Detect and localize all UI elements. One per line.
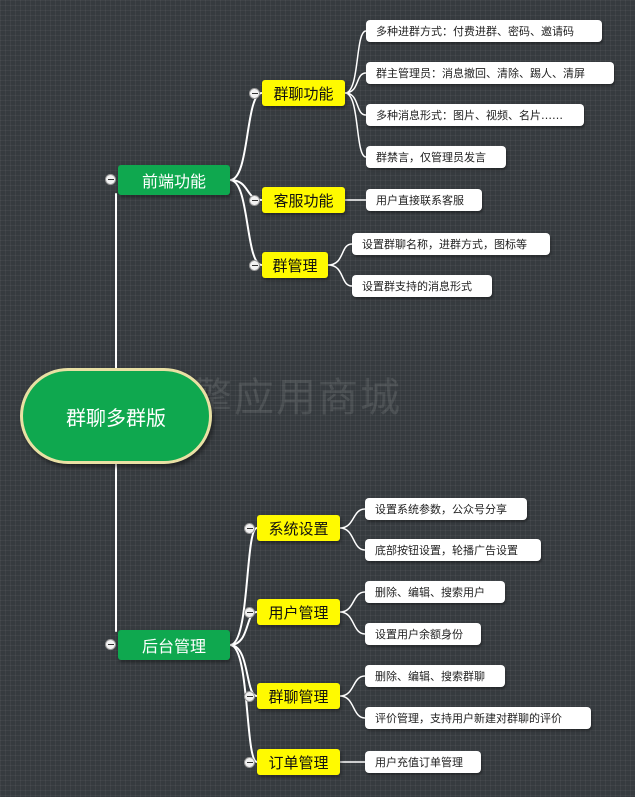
leaf-system-params[interactable]: 设置系统参数，公众号分享 [365,498,527,520]
root-node[interactable]: 群聊多群版 [20,368,212,464]
node-group-chat[interactable]: 群聊功能 [262,80,345,106]
leaf-group-message-types[interactable]: 设置群支持的消息形式 [352,275,492,297]
leaf-contact-service[interactable]: 用户直接联系客服 [366,189,482,211]
collapse-user-manage-icon[interactable] [244,607,255,618]
leaf-bottom-buttons[interactable]: 底部按钮设置，轮播广告设置 [365,539,541,561]
node-frontend[interactable]: 前端功能 [118,165,230,195]
leaf-chat-crud[interactable]: 删除、编辑、搜索群聊 [365,665,505,687]
node-system-settings-label: 系统设置 [268,519,329,538]
node-frontend-label: 前端功能 [141,172,206,191]
leaf-user-crud[interactable]: 删除、编辑、搜索用户 [365,581,505,603]
node-system-settings[interactable]: 系统设置 [257,515,340,541]
node-group-chat-label: 群聊功能 [273,84,334,103]
collapse-group-manage-icon[interactable] [249,260,260,271]
leaf-mute-all[interactable]: 群禁言，仅管理员发言 [366,146,506,168]
leaf-recharge-orders[interactable]: 用户充值订单管理 [365,751,481,773]
node-user-manage-label: 用户管理 [268,603,329,622]
leaf-join-methods[interactable]: 多种进群方式：付费进群、密码、邀请码 [366,20,602,42]
leaf-review-manage[interactable]: 评价管理，支持用户新建对群聊的评价 [365,707,591,729]
node-customer-service-label: 客服功能 [273,191,334,210]
collapse-group-chat-icon[interactable] [249,88,260,99]
collapse-customer-service-icon[interactable] [249,195,260,206]
root-label: 群聊多群版 [66,405,166,430]
node-customer-service[interactable]: 客服功能 [262,187,345,213]
leaf-user-balance[interactable]: 设置用户余额身份 [365,623,481,645]
leaf-group-name-settings[interactable]: 设置群聊名称，进群方式，图标等 [352,233,550,255]
node-chat-manage[interactable]: 群聊管理 [257,683,340,709]
leaf-admin-actions[interactable]: 群主管理员：消息撤回、清除、踢人、清屏 [366,62,614,84]
node-backend-label: 后台管理 [141,637,206,656]
collapse-order-manage-icon[interactable] [244,757,255,768]
node-backend[interactable]: 后台管理 [118,630,230,660]
collapse-frontend-icon[interactable] [105,174,116,185]
node-order-manage[interactable]: 订单管理 [257,749,340,775]
collapse-backend-icon[interactable] [105,639,116,650]
collapse-chat-manage-icon[interactable] [244,691,255,702]
node-group-manage[interactable]: 群管理 [262,252,328,278]
node-group-manage-label: 群管理 [272,256,318,275]
collapse-system-settings-icon[interactable] [244,523,255,534]
node-order-manage-label: 订单管理 [268,753,329,772]
leaf-message-types[interactable]: 多种消息形式：图片、视频、名片…… [366,104,584,126]
node-user-manage[interactable]: 用户管理 [257,599,340,625]
node-chat-manage-label: 群聊管理 [268,687,329,706]
